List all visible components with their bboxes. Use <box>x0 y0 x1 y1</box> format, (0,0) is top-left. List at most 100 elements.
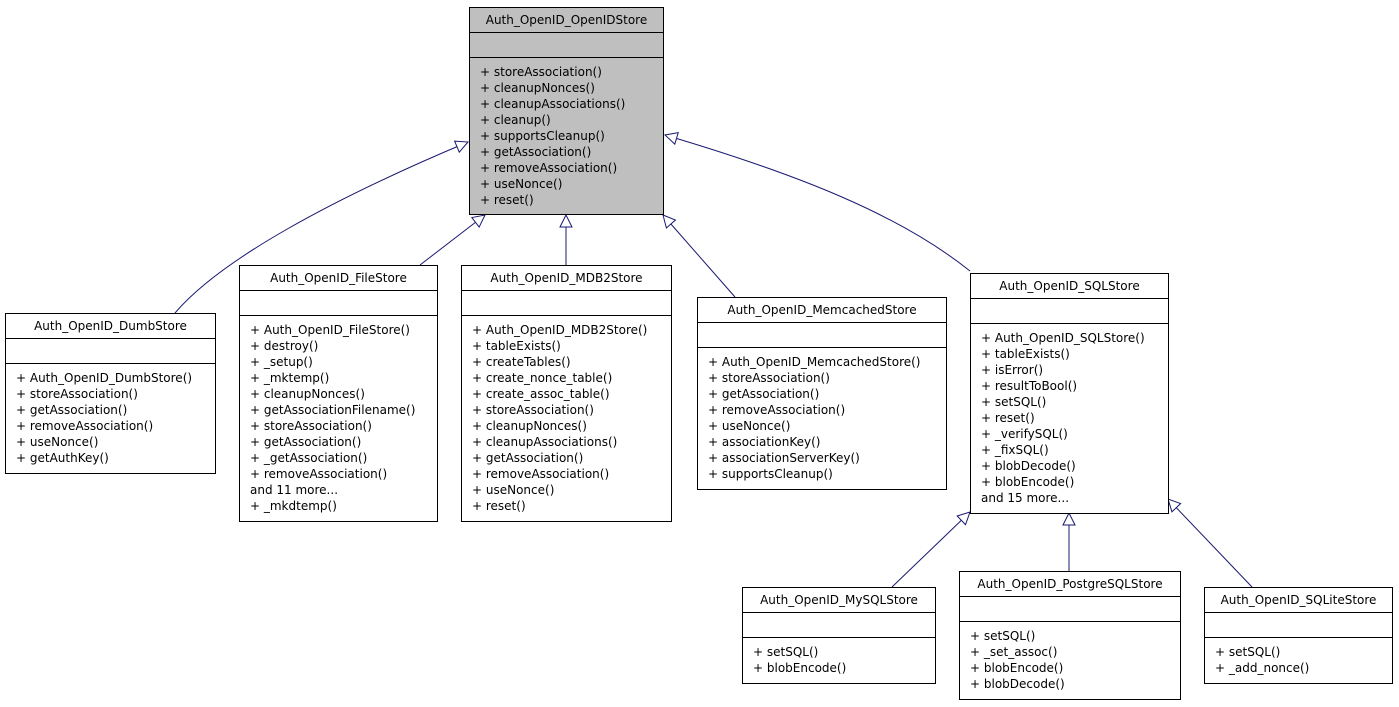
method: + storeAssociation() <box>480 65 602 79</box>
method: + Auth_OpenID_MemcachedStore() <box>708 355 921 369</box>
method: + cleanupNonces() <box>480 81 595 95</box>
class-sqlstore-attributes <box>971 299 1168 324</box>
class-mdb2store: Auth_OpenID_MDB2Store + Auth_OpenID_MDB2… <box>461 265 672 522</box>
more-methods-note: and 15 more... <box>981 491 1070 505</box>
edge-sqlitestore-to-sqlstore <box>1168 499 1253 588</box>
class-mysqlstore-methods: + setSQL() + blobEncode() <box>743 638 935 676</box>
method: + removeAssociation() <box>16 419 154 433</box>
method: + setSQL() <box>981 395 1047 409</box>
method: + reset() <box>472 499 526 513</box>
more-methods-note: and 11 more... <box>250 483 339 497</box>
method: + blobEncode() <box>753 661 847 675</box>
method: + reset() <box>981 411 1035 425</box>
method: + getAssociation() <box>250 435 362 449</box>
method: + supportsCleanup() <box>708 467 833 481</box>
method: + Auth_OpenID_SQLStore() <box>981 331 1145 345</box>
method: + Auth_OpenID_MDB2Store() <box>472 323 648 337</box>
method: + cleanupAssociations() <box>480 97 626 111</box>
method: + tableExists() <box>981 347 1070 361</box>
method: + getAuthKey() <box>16 451 109 465</box>
class-postgresqlstore-name: Auth_OpenID_PostgreSQLStore <box>960 572 1180 597</box>
method: + useNonce() <box>16 435 99 449</box>
edge-mysqlstore-to-sqlstore <box>891 512 970 588</box>
method: + getAssociation() <box>472 451 584 465</box>
class-dumbstore-attributes <box>6 339 215 364</box>
class-postgresqlstore-methods: + setSQL() + _set_assoc() + blobEncode()… <box>960 622 1180 692</box>
method: + blobEncode() <box>970 661 1064 675</box>
class-sqlstore-name: Auth_OpenID_SQLStore <box>971 274 1168 299</box>
class-postgresqlstore-attributes <box>960 597 1180 622</box>
class-memcachedstore-attributes <box>698 323 946 348</box>
class-mdb2store-methods: + Auth_OpenID_MDB2Store() + tableExists(… <box>462 316 671 514</box>
method: + isError() <box>981 363 1044 377</box>
method: + Auth_OpenID_FileStore() <box>250 323 410 337</box>
class-mdb2store-attributes <box>462 291 671 316</box>
class-sqlitestore: Auth_OpenID_SQLiteStore + setSQL() + _ad… <box>1204 587 1393 684</box>
method: + storeAssociation() <box>250 419 372 433</box>
method: + setSQL() <box>970 629 1036 643</box>
method: + associationKey() <box>708 435 821 449</box>
method: + removeAssociation() <box>480 161 618 175</box>
class-mysqlstore: Auth_OpenID_MySQLStore + setSQL() + blob… <box>742 587 936 684</box>
method: + removeAssociation() <box>708 403 846 417</box>
method: + cleanupNonces() <box>250 387 365 401</box>
class-openidstore: Auth_OpenID_OpenIDStore + storeAssociati… <box>469 7 664 215</box>
method: + removeAssociation() <box>472 467 610 481</box>
class-sqlstore: Auth_OpenID_SQLStore + Auth_OpenID_SQLSt… <box>970 273 1169 514</box>
method: + destroy() <box>250 339 319 353</box>
method: + cleanup() <box>480 113 551 127</box>
method: + setSQL() <box>1215 645 1281 659</box>
class-filestore-methods: + Auth_OpenID_FileStore() + destroy() + … <box>240 316 437 514</box>
class-dumbstore-methods: + Auth_OpenID_DumbStore() + storeAssocia… <box>6 364 215 466</box>
method: + useNonce() <box>480 177 563 191</box>
method: + blobDecode() <box>970 677 1065 691</box>
method: + associationServerKey() <box>708 451 860 465</box>
class-dumbstore: Auth_OpenID_DumbStore + Auth_OpenID_Dumb… <box>5 313 216 474</box>
class-memcachedstore-name: Auth_OpenID_MemcachedStore <box>698 298 946 323</box>
method: + reset() <box>480 193 534 207</box>
edge-sqlstore-to-openidstore <box>665 135 971 272</box>
method: + _getAssociation() <box>250 451 368 465</box>
method: + supportsCleanup() <box>480 129 605 143</box>
method: + useNonce() <box>472 483 555 497</box>
method: + _add_nonce() <box>1215 661 1310 675</box>
method: + setSQL() <box>753 645 819 659</box>
method: + blobDecode() <box>981 459 1076 473</box>
class-mdb2store-name: Auth_OpenID_MDB2Store <box>462 266 671 291</box>
class-openidstore-methods: + storeAssociation() + cleanupNonces() +… <box>470 58 663 208</box>
method: + create_assoc_table() <box>472 387 610 401</box>
class-filestore-attributes <box>240 291 437 316</box>
method: + storeAssociation() <box>16 387 138 401</box>
method: + getAssociation() <box>708 387 820 401</box>
method: + _mkdtemp() <box>250 499 337 513</box>
method: + getAssociation() <box>16 403 128 417</box>
class-mysqlstore-name: Auth_OpenID_MySQLStore <box>743 588 935 613</box>
method: + _fixSQL() <box>981 443 1049 457</box>
method: + getAssociationFilename() <box>250 403 416 417</box>
method: + _setup() <box>250 355 313 369</box>
class-sqlstore-methods: + Auth_OpenID_SQLStore() + tableExists()… <box>971 324 1168 506</box>
class-postgresqlstore: Auth_OpenID_PostgreSQLStore + setSQL() +… <box>959 571 1181 700</box>
class-memcachedstore-methods: + Auth_OpenID_MemcachedStore() + storeAs… <box>698 348 946 482</box>
method: + cleanupAssociations() <box>472 435 618 449</box>
method: + create_nonce_table() <box>472 371 613 385</box>
edge-filestore-to-openidstore <box>419 215 485 266</box>
class-dumbstore-name: Auth_OpenID_DumbStore <box>6 314 215 339</box>
method: + Auth_OpenID_DumbStore() <box>16 371 193 385</box>
class-filestore: Auth_OpenID_FileStore + Auth_OpenID_File… <box>239 265 438 522</box>
class-sqlitestore-methods: + setSQL() + _add_nonce() <box>1205 638 1392 676</box>
method: + _set_assoc() <box>970 645 1058 659</box>
method: + _verifySQL() <box>981 427 1068 441</box>
method: + _mktemp() <box>250 371 330 385</box>
method: + tableExists() <box>472 339 561 353</box>
method: + useNonce() <box>708 419 791 433</box>
method: + getAssociation() <box>480 145 592 159</box>
class-sqlitestore-name: Auth_OpenID_SQLiteStore <box>1205 588 1392 613</box>
method: + createTables() <box>472 355 571 369</box>
class-openidstore-name: Auth_OpenID_OpenIDStore <box>470 8 663 33</box>
method: + blobEncode() <box>981 475 1075 489</box>
class-memcachedstore: Auth_OpenID_MemcachedStore + Auth_OpenID… <box>697 297 947 490</box>
method: + removeAssociation() <box>250 467 388 481</box>
method: + cleanupNonces() <box>472 419 587 433</box>
